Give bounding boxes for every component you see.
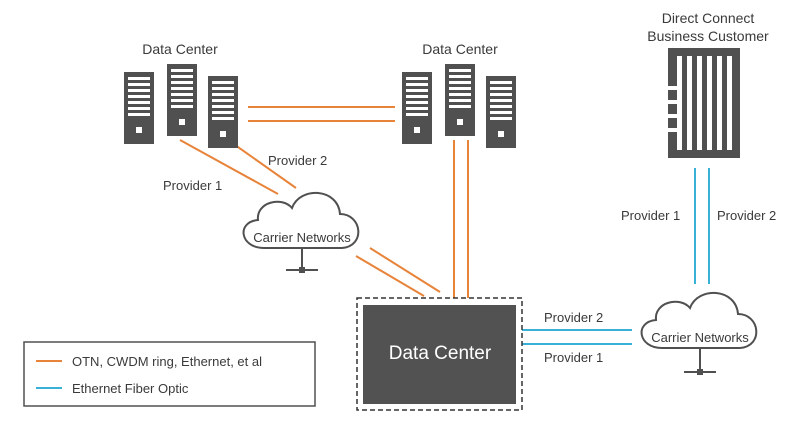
customer-label-line2: Business Customer [647, 28, 769, 44]
data-center-main: Data Center [356, 297, 523, 411]
carrier-networks-right-label: Carrier Networks [651, 330, 749, 345]
link-dc-left-to-dc-middle [248, 106, 395, 122]
customer-label-line1: Direct Connect [662, 10, 755, 26]
label-customer-provider2: Provider 2 [717, 208, 776, 223]
server-rack-icon [402, 64, 516, 148]
link-customer-to-right-cloud [694, 168, 710, 284]
data-center-left-label: Data Center [142, 41, 218, 57]
server-rack-icon [124, 64, 238, 148]
legend-item-blue: Ethernet Fiber Optic [36, 381, 189, 396]
data-center-middle-label: Data Center [422, 41, 498, 57]
legend-label-orange: OTN, CWDM ring, Ethernet, et al [72, 354, 262, 369]
link-cloud-to-main [355, 247, 441, 297]
network-terminal-icon [684, 348, 716, 375]
carrier-networks-left: Carrier Networks [242, 191, 360, 273]
legend: OTN, CWDM ring, Ethernet, et al Ethernet… [23, 341, 316, 407]
label-main-provider2: Provider 2 [544, 310, 603, 325]
carrier-networks-right: Carrier Networks [640, 291, 758, 375]
link-dc-left-to-cloud [179, 139, 297, 195]
legend-item-orange: OTN, CWDM ring, Ethernet, et al [36, 354, 262, 369]
link-main-to-right-cloud [522, 329, 632, 345]
office-building-icon [668, 48, 740, 158]
label-main-provider1: Provider 1 [544, 350, 603, 365]
data-center-main-label: Data Center [389, 343, 492, 364]
data-center-left: Data Center [124, 41, 238, 148]
label-customer-provider1: Provider 1 [621, 208, 680, 223]
carrier-networks-left-label: Carrier Networks [253, 230, 351, 245]
data-center-middle: Data Center [402, 41, 516, 148]
link-dc-middle-to-main [453, 140, 469, 298]
business-customer: Direct Connect Business Customer [647, 10, 769, 158]
label-left-provider2: Provider 2 [268, 153, 327, 168]
network-terminal-icon [286, 248, 318, 273]
label-left-provider1: Provider 1 [163, 178, 222, 193]
legend-label-blue: Ethernet Fiber Optic [72, 381, 189, 396]
